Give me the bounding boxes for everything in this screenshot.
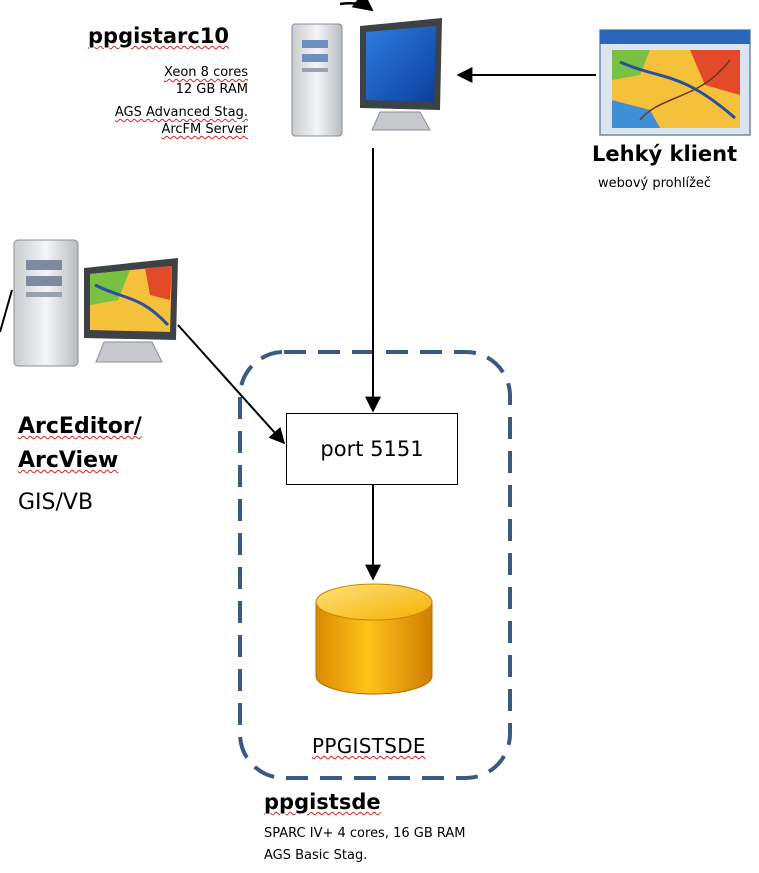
- sde-boundary: [238, 350, 512, 780]
- port-label: port 5151: [320, 437, 424, 461]
- editor-name-line1: ArcEditor/: [18, 414, 142, 439]
- server-spec-arcfm: ArcFM Server: [161, 122, 248, 137]
- server-spec-ags: AGS Advanced Stag.: [114, 105, 248, 120]
- server-name: ppgistarc10: [88, 24, 230, 48]
- client-subtitle: webový prohlížeč: [598, 176, 712, 191]
- editor-name: ArcEditor/ ArcView: [18, 410, 142, 478]
- database-name: PPGISTSDE: [312, 734, 426, 758]
- sde-spec-hardware: SPARC IV+ 4 cores, 16 GB RAM: [264, 826, 466, 841]
- connector-top-incoming: [339, 0, 374, 12]
- editor-name-line2: ArcView: [18, 448, 119, 473]
- client-name: Lehký klient: [592, 142, 738, 166]
- connector-editor-left: [0, 289, 13, 333]
- connector-editor-to-port: [177, 324, 286, 445]
- sde-spec-ags: AGS Basic Stag.: [264, 848, 368, 863]
- editor-computer-icon: [13, 239, 178, 367]
- database-cylinder-icon: [315, 583, 433, 695]
- web-browser-map-icon: [599, 29, 751, 136]
- server-specs: Xeon 8 cores 12 GB RAM AGS Advanced Stag…: [50, 64, 248, 138]
- port-box: port 5151: [286, 413, 458, 485]
- server-computer-icon: [291, 18, 442, 137]
- editor-subtitle: GIS/VB: [18, 490, 94, 515]
- sde-name: ppgistsde: [264, 790, 381, 814]
- server-spec-cpu: Xeon 8 cores: [164, 65, 248, 80]
- server-spec-ram: 12 GB RAM: [175, 82, 248, 97]
